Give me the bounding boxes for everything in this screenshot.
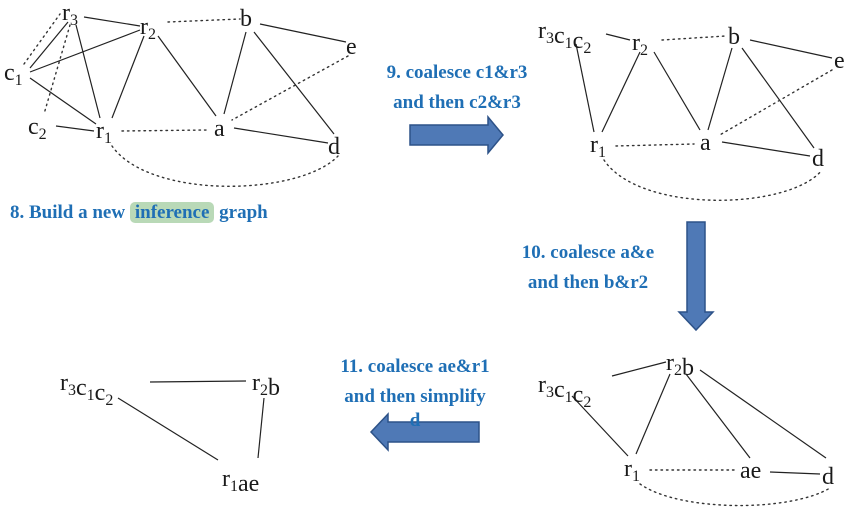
edge-r3-r2 — [83, 16, 141, 27]
node-r2: r2 — [632, 30, 648, 59]
edge-r3c1c2-r1 — [571, 395, 629, 457]
graph-3: r3c1c2 r2b r1 ae d — [538, 350, 834, 507]
step-11-caption: 11. coalesce ae&r1 and then simplify d — [308, 352, 522, 430]
edge-r2-b-dotted — [167, 18, 241, 23]
edge-r3c1c2-r2b — [611, 361, 667, 377]
edge-r1-a-dotted — [121, 129, 209, 132]
edge-c2-r1 — [55, 125, 95, 132]
edge-r2-r1 — [111, 35, 145, 119]
edge-b-a — [707, 47, 733, 131]
edge-r1-d-dotted — [111, 145, 339, 187]
node-r1: r1 — [96, 118, 112, 147]
edge-r2b-d — [699, 369, 827, 459]
edge-r3c1c2-r2b — [149, 380, 247, 383]
graph-1: r3 r2 b e c1 c2 r1 a d — [4, 0, 357, 187]
edge-r3c1c2-r2 — [605, 33, 631, 41]
edge-r1-a-dotted — [615, 143, 695, 147]
node-r3c1c2: r3c1c2 — [538, 18, 591, 57]
edge-r3-r1 — [75, 24, 101, 119]
node-d: d — [812, 146, 824, 172]
node-r3c1c2: r3c1c2 — [60, 370, 113, 409]
node-r1: r1 — [624, 456, 640, 485]
step-8-suffix: graph — [214, 202, 268, 223]
edge-a-d — [233, 127, 329, 144]
step-10-caption: 10. coalesce a&e and then b&r2 — [488, 238, 688, 298]
edge-r3c1c2-r1 — [575, 43, 595, 133]
node-c2: c2 — [28, 114, 47, 143]
arrow-left-icon — [369, 412, 480, 452]
node-d: d — [328, 134, 340, 160]
edge-a-d — [721, 141, 811, 157]
node-r2b: r2b — [666, 350, 694, 381]
edge-r2b-r1 — [635, 373, 671, 455]
edge-b-d — [741, 47, 815, 149]
node-c1: c1 — [4, 60, 23, 89]
edge-r1-d-dotted — [639, 483, 831, 507]
arrow-right-icon — [409, 114, 504, 156]
graph-2: r3c1c2 r2 b e r1 a d — [538, 18, 845, 201]
node-r3: r3 — [62, 0, 78, 29]
arrow-down-icon — [677, 221, 715, 332]
step-10-line2: and then b&r2 — [527, 272, 649, 293]
edge-r2b-r1ae — [257, 397, 265, 459]
edge-r2-r1 — [601, 51, 641, 133]
node-r2: r2 — [140, 14, 156, 43]
node-b: b — [728, 24, 740, 50]
node-r1: r1 — [590, 132, 606, 161]
node-r2b: r2b — [252, 370, 280, 401]
edge-ae-d — [769, 471, 821, 475]
step-9-line2: and then c2&r3 — [393, 92, 521, 113]
graph-4: r3c1c2 r2b r1ae — [60, 370, 280, 497]
edge-c1-r3-dotted — [23, 13, 61, 65]
edge-c1-r2 — [29, 29, 141, 73]
edge-e-a-dotted — [231, 55, 349, 121]
edge-r3-c2-dotted — [43, 24, 71, 115]
step-8-prefix: 8. Build a new — [10, 202, 130, 223]
node-r3c1c2: r3c1c2 — [538, 372, 591, 411]
edge-r2-a — [653, 51, 701, 131]
step-11-line1: 11. coalesce ae&r1 — [340, 356, 490, 377]
step-9-caption: 9. coalesce c1&r3 and then c2&r3 — [352, 58, 562, 118]
edge-e-a-dotted — [717, 69, 833, 137]
step-9-line1: 9. coalesce c1&r3 — [386, 62, 528, 83]
edge-r2-a — [157, 35, 217, 117]
node-b: b — [240, 6, 252, 32]
edge-r1-d-dotted — [603, 159, 823, 201]
step-8-highlight: inference — [129, 202, 215, 223]
step-8-caption: 8. Build a new inference graph — [10, 198, 268, 228]
edge-c1-r1 — [29, 77, 97, 125]
step-11-line2: and then simplify — [344, 386, 486, 407]
edge-r3c1c2-r1ae — [117, 397, 219, 461]
node-a: a — [700, 130, 711, 156]
node-r1ae: r1ae — [222, 466, 259, 497]
edge-r3-c1 — [29, 21, 69, 69]
edge-b-e — [259, 23, 347, 43]
node-e: e — [834, 48, 845, 74]
edge-b-d — [253, 31, 335, 135]
edge-b-a — [223, 31, 247, 115]
edge-r2-b-dotted — [661, 35, 727, 41]
edge-b-e — [749, 39, 833, 59]
node-d: d — [822, 464, 834, 490]
node-a: a — [214, 116, 225, 142]
node-e: e — [346, 34, 357, 60]
step-11-line3: d — [409, 410, 421, 431]
step-10-line1: 10. coalesce a&e — [521, 242, 655, 263]
node-ae: ae — [740, 458, 761, 484]
edge-r2b-ae — [685, 373, 751, 459]
